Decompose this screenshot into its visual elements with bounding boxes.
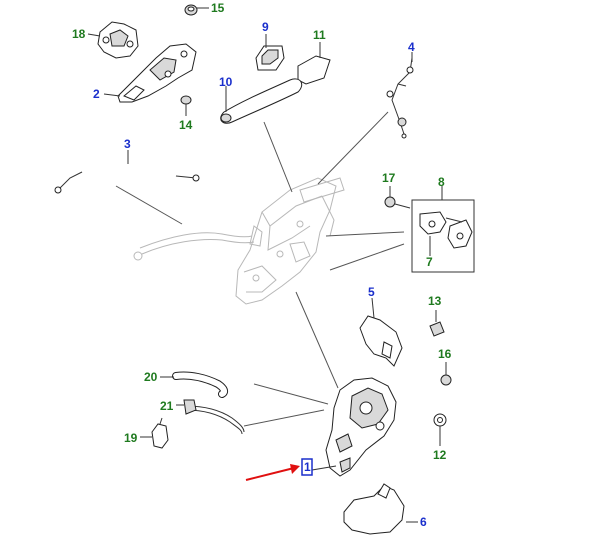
callout-labels: 1 2 3 4 5 6 7 8 9 10 11 12 13 14 15 16 1… bbox=[72, 1, 452, 529]
callout-2[interactable]: 2 bbox=[93, 87, 100, 101]
callout-20[interactable]: 20 bbox=[144, 370, 158, 384]
part-20-hose[interactable] bbox=[160, 371, 229, 398]
callout-14[interactable]: 14 bbox=[179, 118, 193, 132]
selected-callout-box bbox=[301, 458, 313, 476]
part-16-screw[interactable] bbox=[440, 362, 452, 386]
callout-12[interactable]: 12 bbox=[433, 448, 447, 462]
assembly-leaders bbox=[115, 111, 405, 427]
callout-6[interactable]: 6 bbox=[420, 515, 427, 529]
part-13-clip[interactable] bbox=[429, 310, 445, 337]
callout-5[interactable]: 5 bbox=[368, 285, 375, 299]
part-11-handle-cap[interactable] bbox=[297, 42, 331, 85]
callout-8[interactable]: 8 bbox=[438, 175, 445, 189]
part-5-latch-cover[interactable] bbox=[359, 297, 403, 367]
callout-3[interactable]: 3 bbox=[124, 137, 131, 151]
part-14-screw[interactable] bbox=[180, 95, 192, 116]
part-15-grommet[interactable] bbox=[184, 4, 209, 16]
part-17-bolt[interactable] bbox=[384, 186, 411, 209]
callout-18[interactable]: 18 bbox=[72, 27, 86, 41]
callout-7[interactable]: 7 bbox=[426, 255, 433, 269]
part-2-handle-carrier[interactable] bbox=[103, 43, 197, 103]
part-21-cable[interactable] bbox=[176, 399, 245, 435]
part-8-striker-kit[interactable] bbox=[411, 186, 475, 273]
part-4-control-rod[interactable] bbox=[386, 52, 414, 139]
part-19-connector[interactable] bbox=[140, 417, 169, 449]
part-1-door-latch[interactable] bbox=[311, 377, 397, 477]
callout-19[interactable]: 19 bbox=[124, 431, 138, 445]
callout-1[interactable]: 1 bbox=[304, 460, 311, 474]
callout-15[interactable]: 15 bbox=[211, 1, 225, 15]
callout-21[interactable]: 21 bbox=[160, 399, 174, 413]
part-18-bracket[interactable] bbox=[87, 21, 139, 59]
ghost-door-assembly bbox=[133, 177, 345, 305]
callout-16[interactable]: 16 bbox=[438, 347, 452, 361]
callout-9[interactable]: 9 bbox=[262, 20, 269, 34]
callout-10[interactable]: 10 bbox=[219, 75, 233, 89]
selection-arrow bbox=[245, 464, 300, 481]
callout-17[interactable]: 17 bbox=[382, 171, 396, 185]
part-9-handle-bezel[interactable] bbox=[255, 34, 285, 71]
callout-11[interactable]: 11 bbox=[313, 28, 326, 42]
part-12-washer[interactable] bbox=[433, 413, 447, 446]
callout-4[interactable]: 4 bbox=[408, 40, 415, 54]
part-10-outer-handle[interactable] bbox=[220, 78, 303, 124]
part-3-release-cable[interactable] bbox=[54, 150, 200, 194]
callout-13[interactable]: 13 bbox=[428, 294, 442, 308]
part-6-latch-shield[interactable] bbox=[343, 483, 418, 535]
